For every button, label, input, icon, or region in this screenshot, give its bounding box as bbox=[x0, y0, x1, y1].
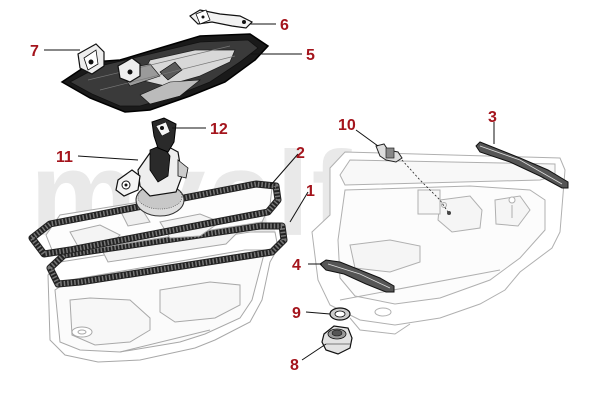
leader-8 bbox=[301, 343, 327, 361]
oil-pan-gasket-part-1 bbox=[46, 222, 288, 288]
callout-1: 1 bbox=[306, 183, 315, 200]
leader-lines bbox=[44, 23, 495, 361]
callout-9: 9 bbox=[292, 305, 301, 322]
dipstick-sensor-part-10 bbox=[375, 143, 451, 215]
drain-plug-part-8 bbox=[321, 325, 353, 355]
callout-7: 7 bbox=[30, 43, 39, 60]
leader-9 bbox=[305, 311, 331, 315]
callout-labels: 1 2 3 4 5 6 7 8 9 10 11 12 bbox=[30, 17, 497, 374]
callout-5: 5 bbox=[306, 47, 315, 64]
washer-part-9 bbox=[329, 307, 351, 321]
callout-10: 10 bbox=[338, 117, 356, 134]
oil-pan-baffle-plate bbox=[60, 33, 270, 113]
leader-2 bbox=[269, 153, 299, 187]
oil-pan-right bbox=[311, 151, 566, 335]
leader-10 bbox=[355, 129, 379, 147]
baffle-bracket-part-7 bbox=[77, 43, 141, 83]
oil-pan-gasket-part-2 bbox=[28, 180, 282, 258]
leader-11 bbox=[77, 155, 139, 161]
baffle-bracket-part-6 bbox=[189, 9, 254, 29]
callout-6: 6 bbox=[280, 17, 289, 34]
pan-rail-part-4 bbox=[319, 259, 395, 293]
callout-11: 11 bbox=[56, 149, 73, 166]
callout-12: 12 bbox=[210, 121, 228, 138]
callout-4: 4 bbox=[292, 257, 301, 274]
leader-1 bbox=[289, 191, 309, 223]
callout-2: 2 bbox=[296, 145, 305, 162]
oil-pickup-strainer-part-11 bbox=[115, 144, 189, 217]
pickup-bracket-part-12 bbox=[151, 117, 177, 153]
callout-3: 3 bbox=[488, 109, 497, 126]
callout-8: 8 bbox=[290, 357, 299, 374]
pan-rail-part-3 bbox=[475, 141, 569, 189]
